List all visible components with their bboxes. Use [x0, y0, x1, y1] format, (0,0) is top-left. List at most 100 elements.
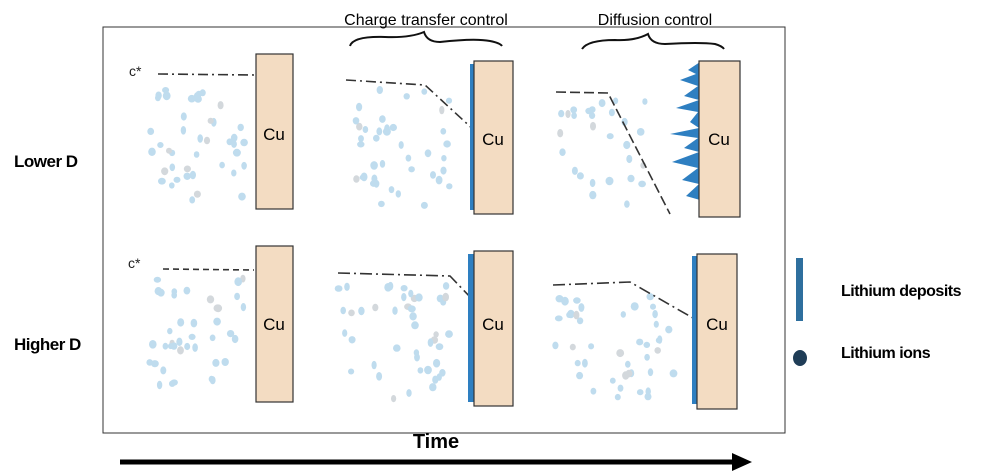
lithium-ion-dot — [371, 360, 377, 370]
lithium-ion-dot — [588, 343, 595, 350]
diagram-frame — [102, 26, 786, 434]
concentration-symbol-bottom: c* — [128, 255, 141, 271]
lithium-ion-dot — [353, 175, 360, 183]
lithium-ion-dot — [373, 134, 380, 142]
lithium-ion-dot — [430, 171, 436, 179]
lithium-ion-dot — [379, 115, 386, 123]
lithium-ion-dot — [413, 349, 420, 357]
lithium-ion-dot — [226, 330, 235, 338]
lithium-ion-dot — [647, 368, 654, 377]
lithium-ion-dot — [388, 186, 395, 194]
lithium-ion-dot — [358, 306, 365, 316]
lithium-ion-dot — [439, 105, 445, 115]
lithium-ion-dot — [590, 387, 597, 395]
lithium-ion-dot — [188, 333, 196, 340]
lithium-ion-dot — [171, 291, 177, 299]
lithium-ion-dot — [589, 178, 596, 188]
lithium-ion-dot — [636, 127, 645, 136]
lithium-ion-dot — [183, 165, 191, 173]
lithium-ion-dot — [411, 321, 419, 330]
lithium-ion-dot — [167, 343, 174, 350]
lithium-ion-dot — [645, 387, 651, 396]
lithium-ion-dot — [372, 303, 379, 312]
lithium-ion-dot — [213, 317, 221, 326]
brace-charge-transfer — [349, 30, 503, 47]
lithium-ion-dot — [445, 330, 453, 338]
lithium-ion-dot — [190, 318, 198, 328]
concentration-profile-lower-d-initial — [157, 73, 255, 76]
lithium-ion-dot — [192, 343, 198, 352]
lithium-ion-dot — [358, 135, 364, 143]
lithium-ion-dot — [627, 174, 635, 183]
lithium-ion-dot — [576, 371, 584, 380]
lithium-ion-dot — [617, 384, 624, 392]
concentration-profile-higher-d-initial — [162, 268, 255, 271]
lithium-ion-dot — [392, 306, 398, 315]
lithium-ion-dot — [234, 277, 242, 287]
lithium-ion-dot — [180, 112, 187, 121]
lithium-ion-dot — [408, 166, 415, 173]
lithium-ion-dot — [147, 127, 155, 135]
lithium-ion-dot — [162, 87, 170, 94]
lithium-ion-dot — [638, 180, 646, 188]
lithium-ion-dot — [401, 293, 407, 302]
lithium-ion-dot — [626, 154, 633, 164]
lithium-ion-dot — [153, 276, 162, 283]
lithium-ion-dot — [565, 110, 571, 118]
lithium-ion-dot — [197, 134, 203, 143]
time-arrow-head — [732, 453, 752, 471]
lithium-ion-dot — [155, 94, 161, 102]
concentration-symbol-top: c* — [129, 63, 142, 79]
cu-label: Cu — [706, 315, 728, 334]
lithium-ion-dot — [169, 163, 176, 172]
lithium-ion-dot — [573, 310, 580, 320]
copper-electrode-higher-charge-transfer — [473, 250, 514, 407]
cu-label: Cu — [482, 315, 504, 334]
lithium-ion-dot — [376, 127, 383, 136]
lithium-ion-dot — [379, 160, 386, 168]
lithium-ion-dot — [403, 93, 410, 100]
lithium-ion-dot — [169, 380, 176, 387]
brace-diffusion — [581, 32, 725, 50]
lithium-ion-dot — [189, 170, 196, 180]
lithium-ion-dot — [195, 90, 202, 98]
lithium-ion-dot — [557, 129, 564, 138]
lithium-ion-dot — [209, 334, 216, 342]
cu-label: Cu — [708, 130, 730, 149]
cu-label: Cu — [263, 125, 285, 144]
lithium-ion-dot — [636, 338, 644, 346]
lithium-ion-dot — [149, 340, 157, 349]
lithium-ion-dot — [655, 337, 663, 344]
lithium-ion-dot — [176, 337, 183, 346]
lithium-ion-dot — [232, 148, 241, 157]
lithium-ion-dot — [162, 91, 171, 101]
lithium-deposit-layer-lower-charge-transfer — [470, 64, 475, 210]
lithium-ion-dot — [636, 389, 644, 396]
lithium-ion-dot — [606, 133, 614, 140]
lithium-ion-dot — [161, 167, 169, 176]
lithium-ion-dot — [187, 94, 196, 103]
lithium-ion-dot — [433, 331, 439, 338]
lithium-ion-dot — [424, 149, 432, 158]
lithium-ion-dot — [356, 102, 363, 112]
lithium-ion-dot — [625, 360, 631, 368]
lithium-ion-dot — [442, 292, 450, 302]
lithium-ion-dot — [398, 141, 404, 149]
lithium-ion-dot — [356, 122, 363, 131]
ion-cluster-higher-d-diffusion — [552, 293, 678, 401]
lithium-ion-dot — [180, 126, 187, 135]
lithium-ion-dot — [395, 190, 401, 198]
lithium-ion-dot — [440, 128, 447, 135]
lithium-ion-dot — [376, 86, 383, 94]
concentration-profile-higher-d-charge-transfer — [337, 272, 474, 301]
lithium-ion-dot — [609, 377, 616, 384]
lithium-ion-dot — [230, 133, 238, 142]
legend-deposits-label: Lithium deposits — [841, 283, 962, 300]
ion-cluster-higher-d-charge-transfer — [334, 281, 453, 403]
copper-electrode-lower-diffusion — [698, 60, 741, 218]
lithium-deposit-layer-higher-diffusion — [692, 256, 698, 404]
lithium-ion-dot — [613, 97, 619, 105]
lithium-ion-dot — [625, 369, 633, 378]
lithium-ion-dot — [348, 336, 356, 344]
